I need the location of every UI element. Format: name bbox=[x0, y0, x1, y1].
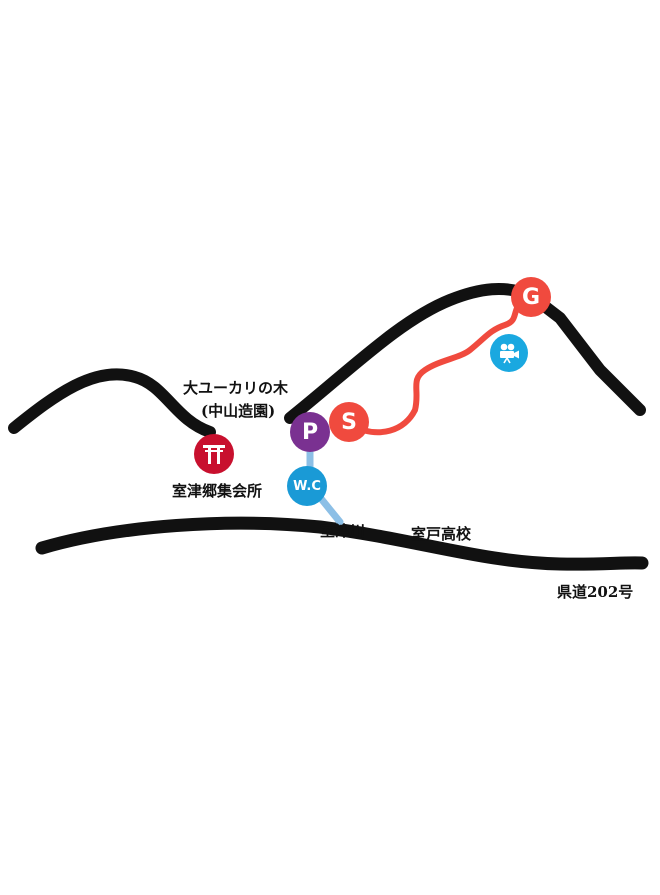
toilet-marker: W.C bbox=[287, 466, 327, 506]
road-label: 県道202号 bbox=[557, 583, 634, 601]
hall-label: 室津郷集会所 bbox=[172, 482, 263, 500]
prefectural-road bbox=[35, 516, 649, 571]
hill-road-left bbox=[8, 368, 216, 438]
start-marker: S bbox=[329, 402, 369, 442]
river-label: 室津川 bbox=[320, 522, 366, 540]
parking-marker: P bbox=[290, 412, 330, 452]
torii-icon bbox=[194, 434, 234, 474]
movie-camera-icon bbox=[490, 334, 528, 372]
tree-sub-label: (中山造園) bbox=[201, 402, 276, 420]
school-label: 室戸高校 bbox=[411, 525, 472, 543]
goal-marker: G bbox=[511, 277, 551, 317]
walking-route bbox=[347, 295, 528, 436]
tree-label: 大ユーカリの木 bbox=[183, 379, 289, 397]
